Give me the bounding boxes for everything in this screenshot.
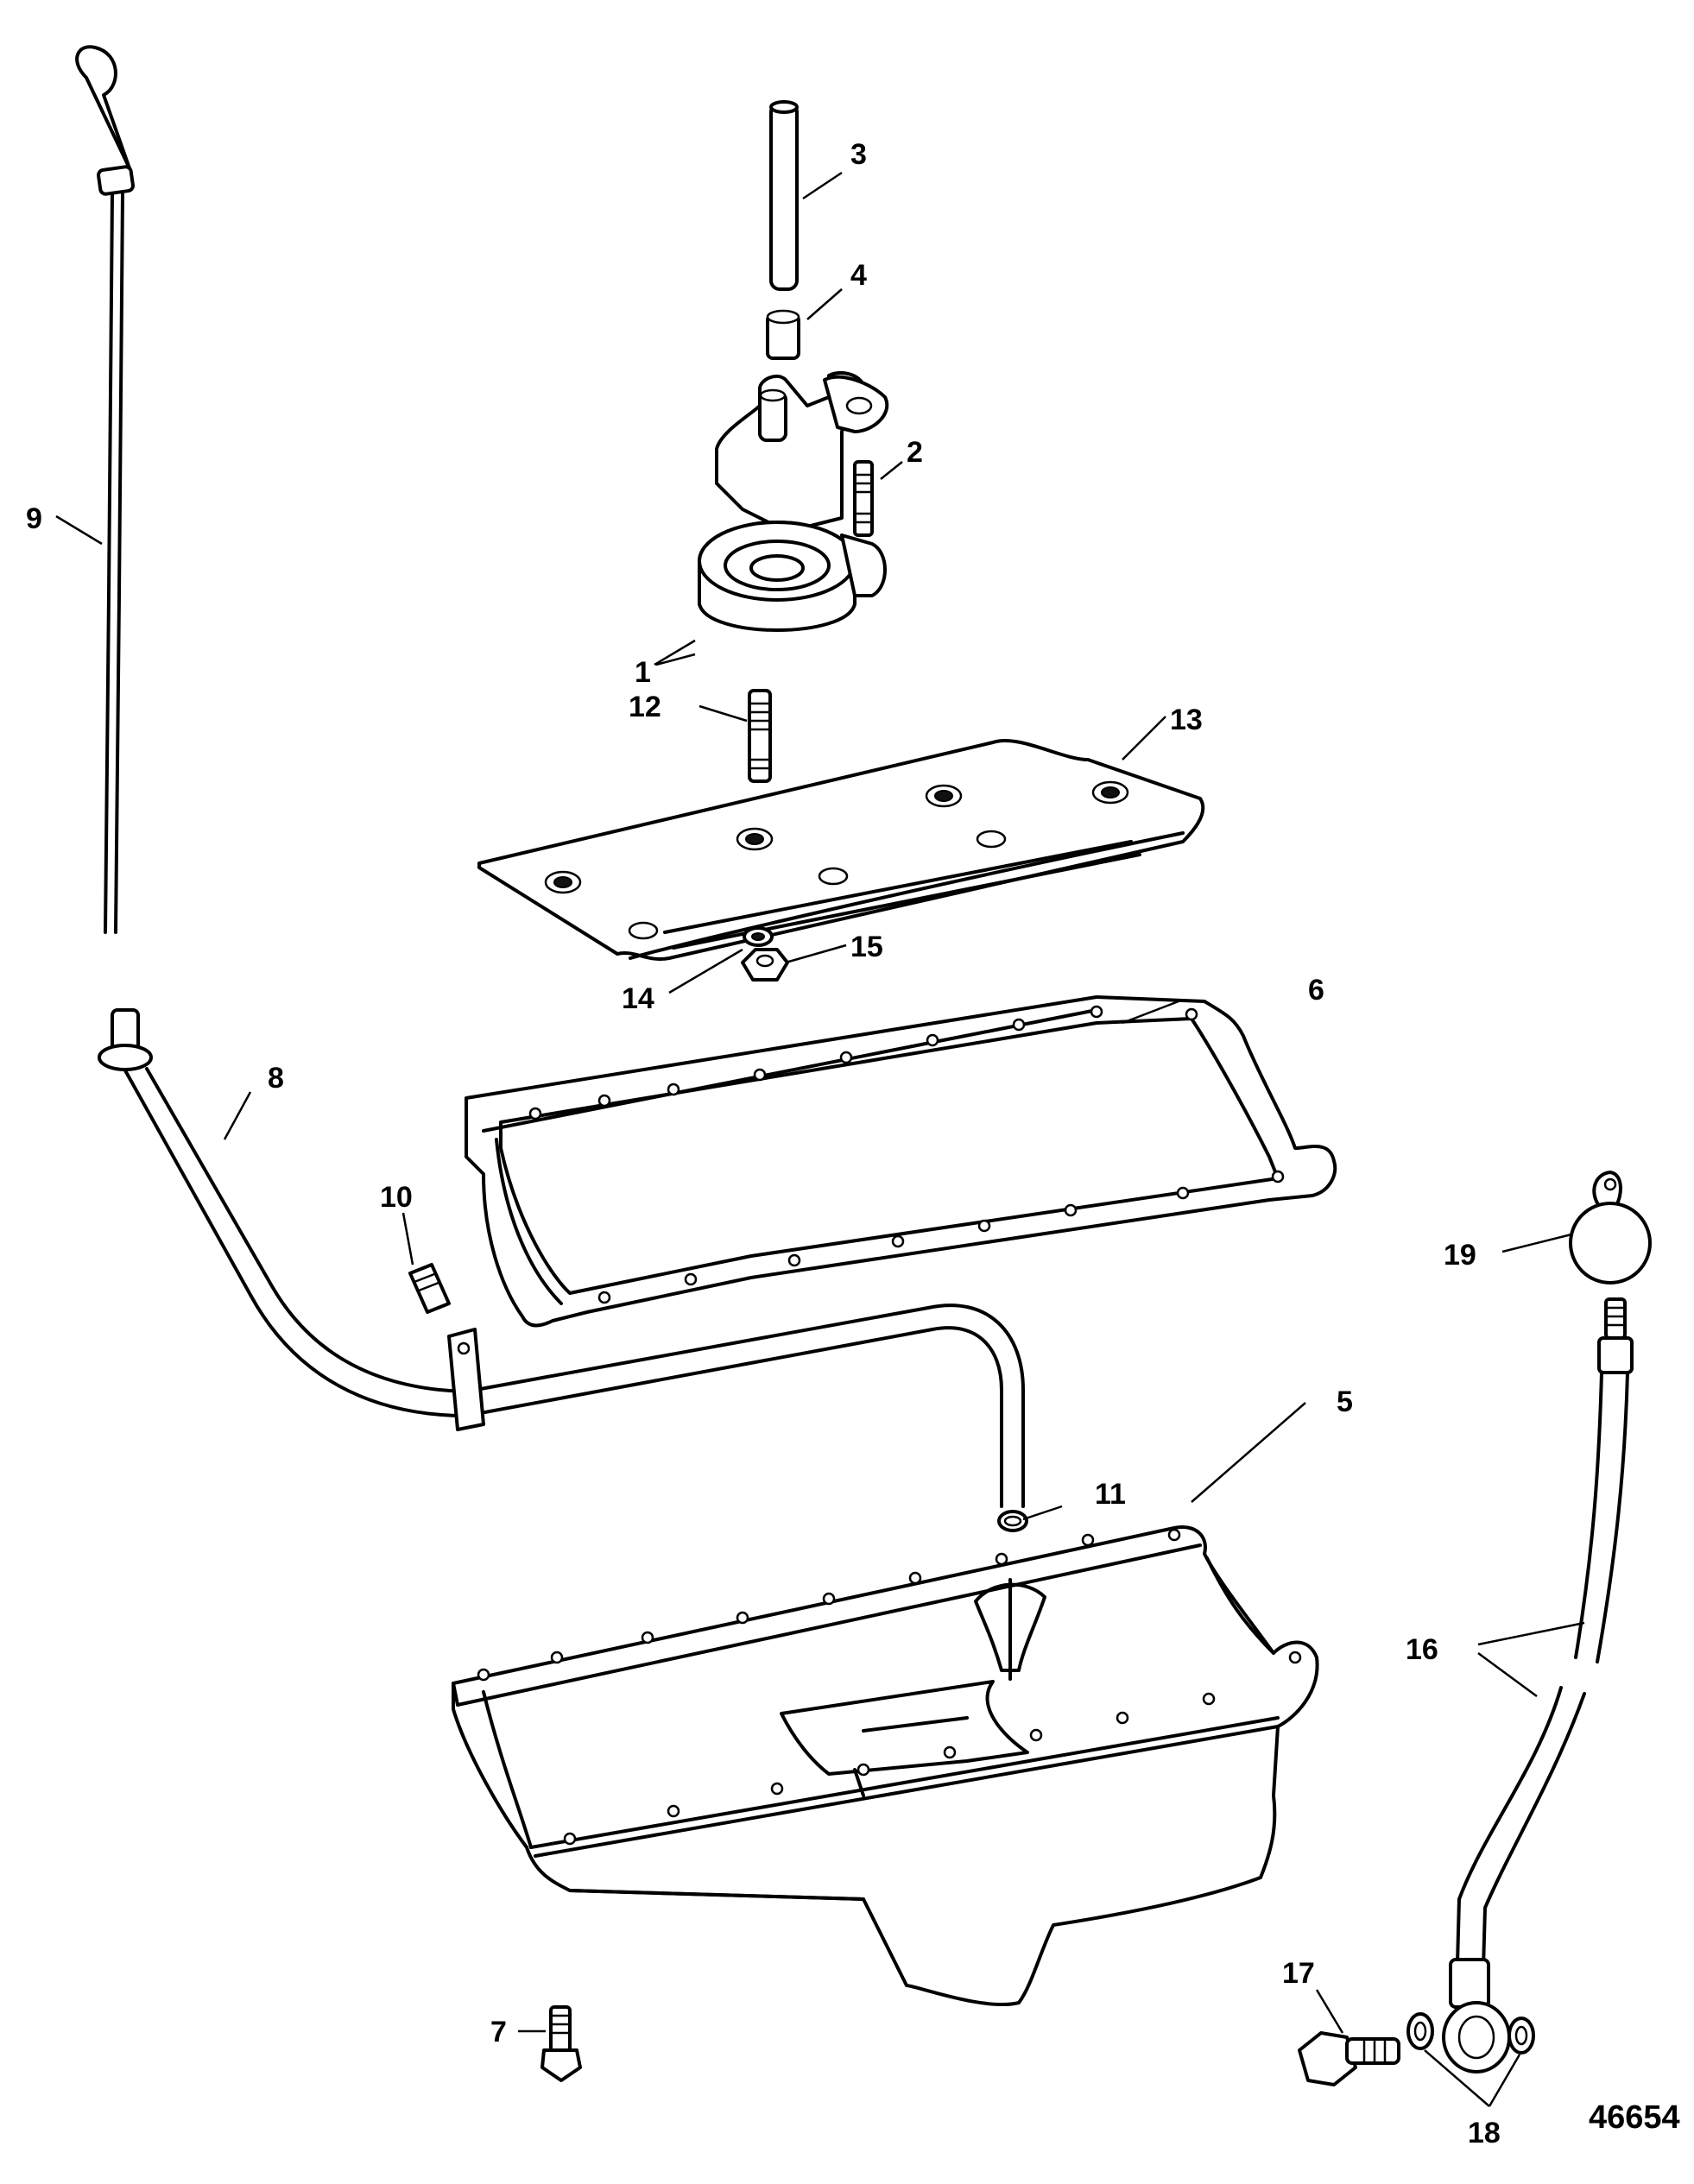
callout-15: 15 <box>850 931 883 963</box>
callout-3: 3 <box>850 138 867 171</box>
drain-hose <box>1449 1297 1634 2009</box>
callout-13: 13 <box>1170 704 1203 736</box>
callout-6: 6 <box>1308 974 1324 1007</box>
figure-number: 46654 <box>1589 2099 1680 2136</box>
tube-bracket-bolt <box>408 1263 451 1314</box>
pump-drive-shaft <box>769 100 799 291</box>
callout-7: 7 <box>490 2016 507 2048</box>
callout-5: 5 <box>1337 1386 1353 1418</box>
shaft-collar <box>766 309 800 360</box>
callout-2: 2 <box>907 436 923 469</box>
hex-nut <box>741 948 789 982</box>
oil-pan-gasket <box>465 995 1337 1328</box>
callout-18: 18 <box>1468 2117 1501 2149</box>
callout-10: 10 <box>380 1181 413 1214</box>
oil-pan-bolt <box>540 2005 582 2082</box>
oil-pan-baffle <box>477 739 1205 961</box>
baffle-stud <box>748 689 772 783</box>
callout-9: 9 <box>26 502 42 535</box>
callout-4: 4 <box>850 259 867 292</box>
washer <box>743 926 774 947</box>
callout-16: 16 <box>1406 1633 1438 1666</box>
banjo-fitting <box>1406 2001 1535 2074</box>
callout-14: 14 <box>622 982 654 1015</box>
callout-8: 8 <box>268 1062 284 1095</box>
oil-pump <box>698 371 889 632</box>
callout-labels: 1 2 3 4 5 6 7 8 9 10 11 12 13 14 15 16 1… <box>26 138 1501 2149</box>
callout-19: 19 <box>1444 1239 1476 1272</box>
callout-1: 1 <box>635 656 651 689</box>
dipstick-tube <box>98 1008 1025 1508</box>
o-ring <box>997 1510 1028 1532</box>
pump-stud <box>853 460 874 537</box>
oil-pan <box>452 1525 1319 2006</box>
callout-17: 17 <box>1282 1957 1315 1990</box>
leader-lines <box>55 171 1585 2107</box>
dipstick <box>75 45 135 934</box>
banjo-bolt <box>1298 2031 1400 2086</box>
callout-12: 12 <box>629 691 661 723</box>
callout-11: 11 <box>1095 1478 1126 1511</box>
identification-tag <box>1569 1171 1652 1285</box>
